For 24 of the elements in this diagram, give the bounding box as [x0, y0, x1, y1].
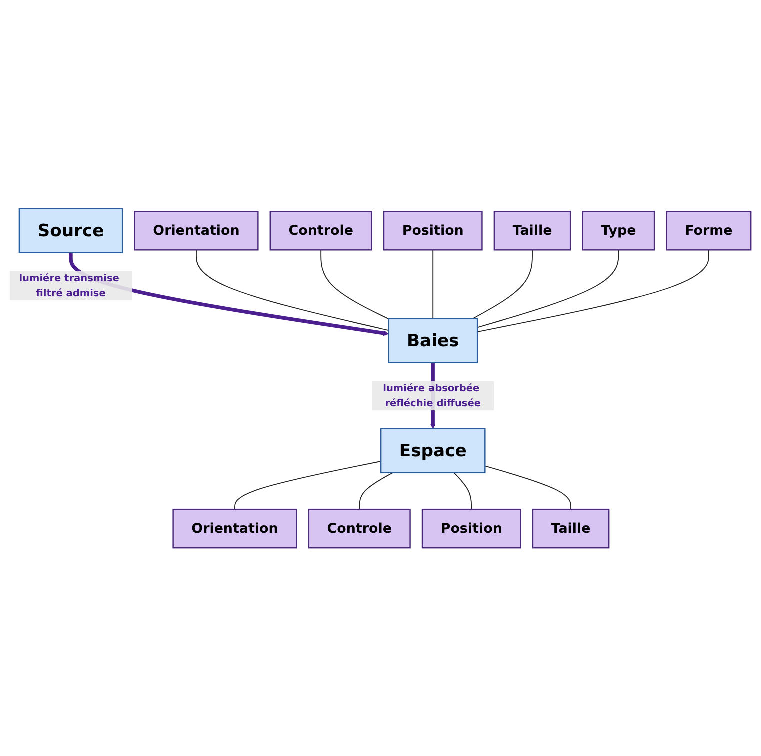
connector — [477, 249, 620, 328]
edge-label: lumiére transmise filtré admise — [19, 272, 120, 298]
node-box: Type — [582, 210, 656, 250]
node-box: Orientation — [134, 210, 259, 250]
node-box: Position — [422, 508, 522, 548]
connector — [234, 460, 382, 510]
connector — [320, 249, 390, 320]
node-box: Baies — [388, 318, 478, 364]
node-box: Position — [383, 210, 483, 250]
node-box: Source — [18, 208, 124, 254]
connector — [484, 465, 572, 510]
node-box: Controle — [270, 210, 372, 250]
node-box: Controle — [308, 508, 411, 548]
connector — [432, 249, 434, 319]
node-box: Espace — [380, 428, 486, 474]
edge-label: lumiére absorbée réfléchie diffusée — [383, 382, 482, 408]
connector — [359, 472, 394, 510]
node-box: Orientation — [172, 508, 298, 548]
connector — [196, 249, 390, 331]
node-box: Taille — [494, 210, 572, 250]
connector — [454, 472, 472, 510]
node-box: Taille — [532, 508, 610, 548]
node-box: Forme — [666, 210, 752, 250]
connector — [477, 249, 710, 332]
